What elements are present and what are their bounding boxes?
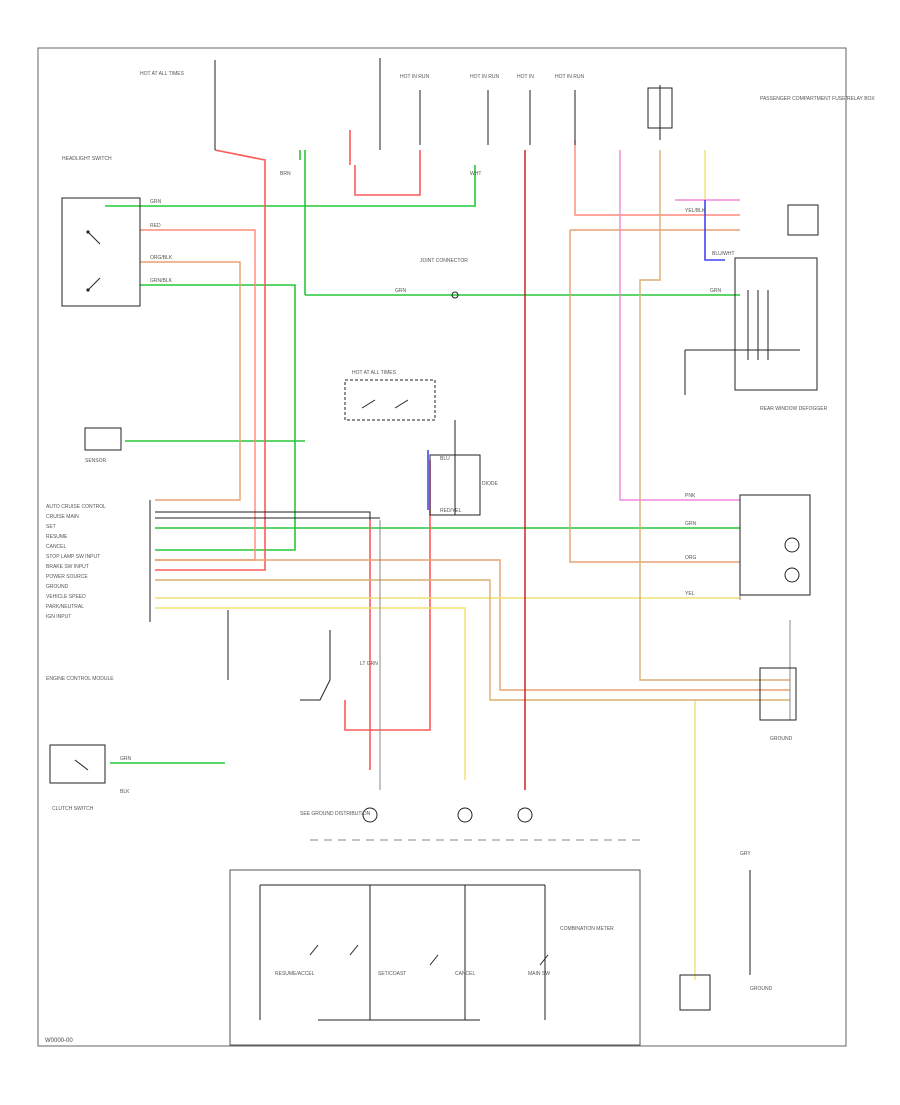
joint-connector: JOINT CONNECTOR — [420, 258, 468, 299]
wire-label-brn: BRN — [280, 171, 291, 177]
wire-label-red-yel: RED/YEL — [440, 508, 462, 514]
wire-label-yel-blk: YEL/BLK — [685, 208, 706, 214]
module-pin-label: AUTO CRUISE CONTROL — [46, 504, 106, 510]
footer-code: W0000-00 — [45, 1038, 73, 1044]
module-pin-label: GROUND — [46, 584, 69, 590]
module-pin-labels: AUTO CRUISE CONTROL CRUISE MAIN SET RESUME C… — [46, 504, 106, 620]
wire-label-blk: BLK — [120, 789, 130, 795]
module-pin-label: PARK/NEUTRAL — [46, 604, 84, 610]
wire-label-grn-blk: GRN/BLK — [150, 278, 173, 284]
wires-black — [155, 58, 800, 1021]
right-meter — [739, 494, 811, 596]
wire-label-blu-wht: BLU/WHT — [712, 251, 735, 257]
top-connector-label: HOT AT ALL TIMES — [140, 71, 185, 77]
module-pin-label: BRAKE SW INPUT — [46, 564, 89, 570]
wires-blue — [427, 200, 725, 510]
headlight-switch: HEADLIGHT SWITCH — [61, 156, 141, 307]
bottom-switch-label: SET/COAST — [378, 971, 406, 977]
module-pin-label: RESUME — [46, 534, 68, 540]
top-fuses: HOT AT ALL TIMES HOT IN RUN HOT IN RUN H… — [140, 71, 875, 129]
wire-label-org-blk: ORG/BLK — [150, 255, 173, 261]
clutch-switch: CLUTCH SWITCH — [49, 744, 106, 812]
bottom-switch-box: COMBINATION METER — [229, 869, 641, 1046]
right-top-label: PASSENGER COMPARTMENT FUSE/RELAY BOX — [760, 96, 875, 102]
right-connector: GROUND — [759, 667, 797, 742]
bottom-switch-label: MAIN SW — [528, 971, 550, 977]
wires-gray — [310, 500, 791, 841]
wires-green — [105, 150, 740, 764]
wire-label-yel: YEL — [685, 591, 695, 597]
module-pin-label: POWER SOURCE — [46, 574, 88, 580]
bottom-switch-label: RESUME/ACCEL — [275, 971, 315, 977]
bottom-switch-labels: RESUME/ACCEL SET/COAST CANCEL MAIN SW — [275, 971, 550, 977]
center-note-label: SEE GROUND DISTRIBUTION — [300, 811, 371, 817]
wire-label-gry: GRY — [740, 851, 751, 857]
module-pin-label: CRUISE MAIN — [46, 514, 79, 520]
module-pin-label: IGN INPUT — [46, 614, 71, 620]
module-pin-label: STOP LAMP SW INPUT — [46, 554, 100, 560]
clutch-switch-label: CLUTCH SWITCH — [52, 806, 94, 812]
engine-module-label: ENGINE CONTROL MODULE — [46, 676, 114, 682]
bottom-right-label: GROUND — [750, 986, 773, 992]
right-relay: REAR WINDOW DEFOGGER — [734, 204, 828, 412]
left-sensor-label: SENSOR — [85, 458, 107, 464]
module-pin-label: SET — [46, 524, 56, 530]
bottom-right-box: GROUND — [679, 974, 773, 1011]
wire-label-grn-3: GRN — [710, 288, 722, 294]
diode-label: DIODE — [482, 481, 499, 487]
fuse-3-label: HOT IN — [517, 74, 534, 80]
diagram-border — [37, 47, 847, 1047]
wire-label-grn-4: GRN — [685, 521, 697, 527]
ground-right-label: GROUND — [770, 736, 793, 742]
fuse-4-label: HOT IN RUN — [555, 74, 584, 80]
fuse-2-label: HOT IN RUN — [470, 74, 499, 80]
wire-code-labels: GRN RED ORG/BLK GRN/BLK GRN GRN BLU RED/… — [120, 171, 751, 857]
center-switch: HOT AT ALL TIMES — [344, 370, 436, 421]
diode-block: DIODE — [429, 454, 499, 516]
wire-label-org: ORG — [685, 555, 697, 561]
wires-red — [155, 130, 431, 770]
wire-label-red: RED — [150, 223, 161, 229]
engine-module: ENGINE CONTROL MODULE — [46, 500, 151, 682]
headlight-switch-label: HEADLIGHT SWITCH — [62, 156, 112, 162]
bottom-box-label: COMBINATION METER — [560, 926, 614, 932]
module-pin-label: VEHICLE SPEED — [46, 594, 86, 600]
center-switch-label: HOT AT ALL TIMES — [352, 370, 397, 376]
wire-label-pnk: PNK — [685, 493, 696, 499]
wire-label-grn: GRN — [150, 199, 162, 205]
wires-tan — [155, 150, 790, 701]
wires-yellow — [155, 150, 740, 980]
wire-label-grn-5: GRN — [120, 756, 132, 762]
wire-label-blu: BLU — [440, 456, 450, 462]
wires-orange — [140, 229, 790, 691]
wire-label-lt-grn: LT GRN — [360, 661, 378, 667]
fuse-1-label: HOT IN RUN — [400, 74, 429, 80]
wire-label-grn-2: GRN — [395, 288, 407, 294]
right-relay-label: REAR WINDOW DEFOGGER — [760, 406, 828, 412]
wire-label-wht: WHT — [470, 171, 481, 177]
module-pin-label: CANCEL — [46, 544, 67, 550]
joint-connector-label: JOINT CONNECTOR — [420, 258, 468, 264]
wires-pink — [619, 150, 740, 501]
left-sensor: SENSOR — [84, 427, 122, 464]
indicator-bulbs: SEE GROUND DISTRIBUTION — [300, 807, 533, 823]
bottom-switch-label: CANCEL — [455, 971, 476, 977]
wires-salmon — [140, 140, 740, 561]
